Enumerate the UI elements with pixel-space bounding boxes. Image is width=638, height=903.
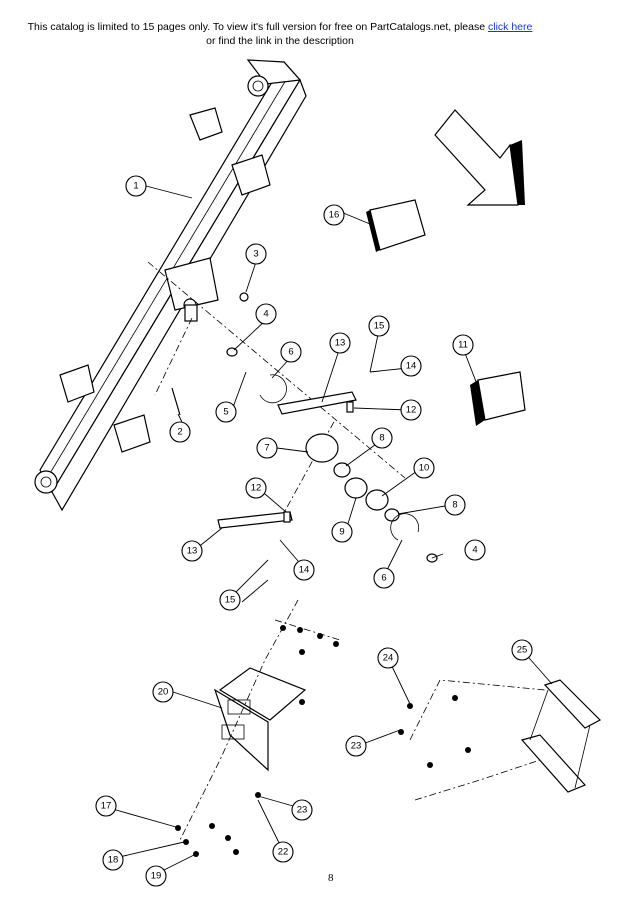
callout-13b: 13 [181, 540, 203, 562]
svg-text:10: 10 [419, 463, 430, 474]
callout-23b: 23 [291, 799, 313, 821]
callout-3: 3 [245, 243, 267, 265]
arm-part-lower [217, 511, 293, 529]
callout-14b: 14 [293, 559, 315, 581]
callout-8b: 8 [444, 494, 466, 516]
callout-16: 16 [323, 204, 345, 226]
main-beam [34, 59, 307, 512]
arm-part [277, 391, 357, 415]
svg-text:11: 11 [458, 340, 468, 351]
svg-text:18: 18 [108, 855, 119, 866]
callout-6: 6 [280, 341, 302, 363]
callout-23: 23 [345, 735, 367, 757]
callout-12: 12 [400, 399, 422, 421]
svg-text:7: 7 [264, 443, 269, 454]
svg-text:12: 12 [251, 483, 262, 494]
pad-block-11 [470, 371, 526, 426]
callout-7: 7 [256, 437, 278, 459]
svg-text:3: 3 [253, 249, 258, 260]
svg-text:20: 20 [158, 687, 169, 698]
callout-9: 9 [331, 521, 353, 543]
svg-text:15: 15 [225, 595, 236, 606]
callout-2: 2 [169, 421, 191, 443]
bearing-part [344, 477, 368, 499]
bearing-part-2 [365, 489, 389, 511]
svg-text:12: 12 [406, 405, 417, 416]
hub-part [305, 433, 339, 463]
callout-12b: 12 [245, 477, 267, 499]
callout-19: 19 [145, 865, 167, 887]
svg-text:5: 5 [223, 407, 228, 418]
callout-17: 17 [95, 795, 117, 817]
banner-text-line2: or find the link in the description [206, 35, 354, 47]
svg-text:13: 13 [335, 338, 346, 349]
ring-part-2 [384, 508, 400, 522]
bushing-part-2 [283, 511, 291, 523]
page-number: 8 [328, 872, 334, 884]
callout-4: 4 [255, 303, 277, 325]
callout-22: 22 [272, 841, 294, 863]
svg-text:2: 2 [177, 427, 182, 438]
svg-text:15: 15 [374, 321, 385, 332]
click-here-link[interactable]: click here [488, 21, 533, 33]
snap-ring-part-2 [390, 513, 420, 541]
svg-text:22: 22 [278, 847, 289, 858]
callout-1: 1 [125, 175, 147, 197]
rear-bracket [409, 679, 601, 801]
catalog-limit-banner: This catalog is limited to 15 pages only… [0, 20, 560, 48]
svg-text:17: 17 [101, 801, 112, 812]
svg-text:1: 1 [133, 181, 138, 192]
callout-13: 13 [329, 332, 351, 354]
svg-text:23: 23 [351, 741, 362, 752]
svg-text:14: 14 [406, 361, 417, 372]
svg-text:8: 8 [379, 433, 384, 444]
callout-4b: 4 [464, 539, 486, 561]
snap-ring-part [259, 374, 287, 404]
callout-5: 5 [215, 401, 237, 423]
svg-text:24: 24 [383, 653, 394, 664]
callout-18: 18 [102, 849, 124, 871]
callout-25: 25 [511, 639, 533, 661]
bolt-part [171, 387, 181, 416]
svg-text:14: 14 [299, 565, 310, 576]
svg-text:25: 25 [517, 645, 528, 656]
direction-arrow-icon [434, 109, 525, 206]
callout-8: 8 [371, 427, 393, 449]
svg-text:4: 4 [263, 309, 268, 320]
bushing-part [346, 401, 354, 413]
svg-text:19: 19 [151, 871, 162, 882]
ring-part [333, 462, 351, 478]
svg-text:9: 9 [339, 527, 344, 538]
callout-6b: 6 [373, 567, 395, 589]
callout-15b: 15 [219, 589, 241, 611]
callout-14: 14 [400, 355, 422, 377]
callout-24: 24 [377, 647, 399, 669]
banner-text: This catalog is limited to 15 pages only… [27, 21, 488, 33]
pad-block-16 [366, 199, 426, 252]
svg-text:16: 16 [329, 210, 340, 221]
svg-text:8: 8 [452, 500, 457, 511]
svg-text:13: 13 [187, 546, 198, 557]
svg-text:4: 4 [472, 545, 477, 556]
callout-15: 15 [368, 315, 390, 337]
fastener-dots [175, 625, 471, 857]
nut-part [239, 292, 249, 302]
callout-10: 10 [413, 457, 435, 479]
svg-text:6: 6 [381, 573, 386, 584]
svg-text:6: 6 [288, 347, 293, 358]
callout-11: 11 [452, 334, 474, 356]
svg-text:23: 23 [297, 805, 308, 816]
callout-20: 20 [152, 681, 174, 703]
